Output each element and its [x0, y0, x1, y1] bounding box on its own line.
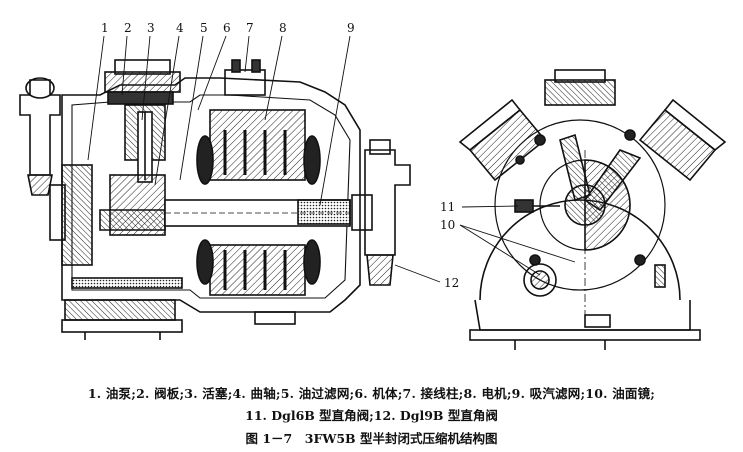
longitudinal-section-view: [19, 59, 411, 340]
callout-9: 9: [347, 21, 355, 35]
callout-12: 12: [444, 276, 459, 290]
legend-line-1: 1. 油泵;2. 阀板;3. 活塞;4. 曲轴;5. 油过滤网;6. 机体;7.…: [87, 386, 656, 401]
callout-2: 2: [124, 21, 132, 35]
left-callout-numbers: 1 2 3 4 5 6 7 8 9: [101, 21, 355, 35]
callout-3: 3: [147, 21, 155, 35]
right-leader-lines: [394, 205, 576, 283]
callout-7: 7: [246, 21, 254, 35]
callout-10: 10: [440, 218, 455, 232]
left-leader-lines: [87, 35, 351, 206]
callout-6: 6: [223, 21, 231, 35]
callout-8: 8: [279, 21, 287, 35]
callout-1: 1: [101, 21, 109, 35]
callout-5: 5: [200, 21, 208, 35]
callout-11: 11: [440, 200, 455, 214]
figure-caption: 图 1－7 3FW5B 型半封闭式压缩机结构图: [245, 431, 498, 446]
legend-line-2: 11. Dgl6B 型直角阀;12. Dgl9B 型直角阀: [245, 408, 498, 423]
end-section-view: [458, 69, 727, 350]
callout-4: 4: [176, 21, 184, 35]
right-callout-numbers: 11 10 12: [440, 200, 459, 290]
